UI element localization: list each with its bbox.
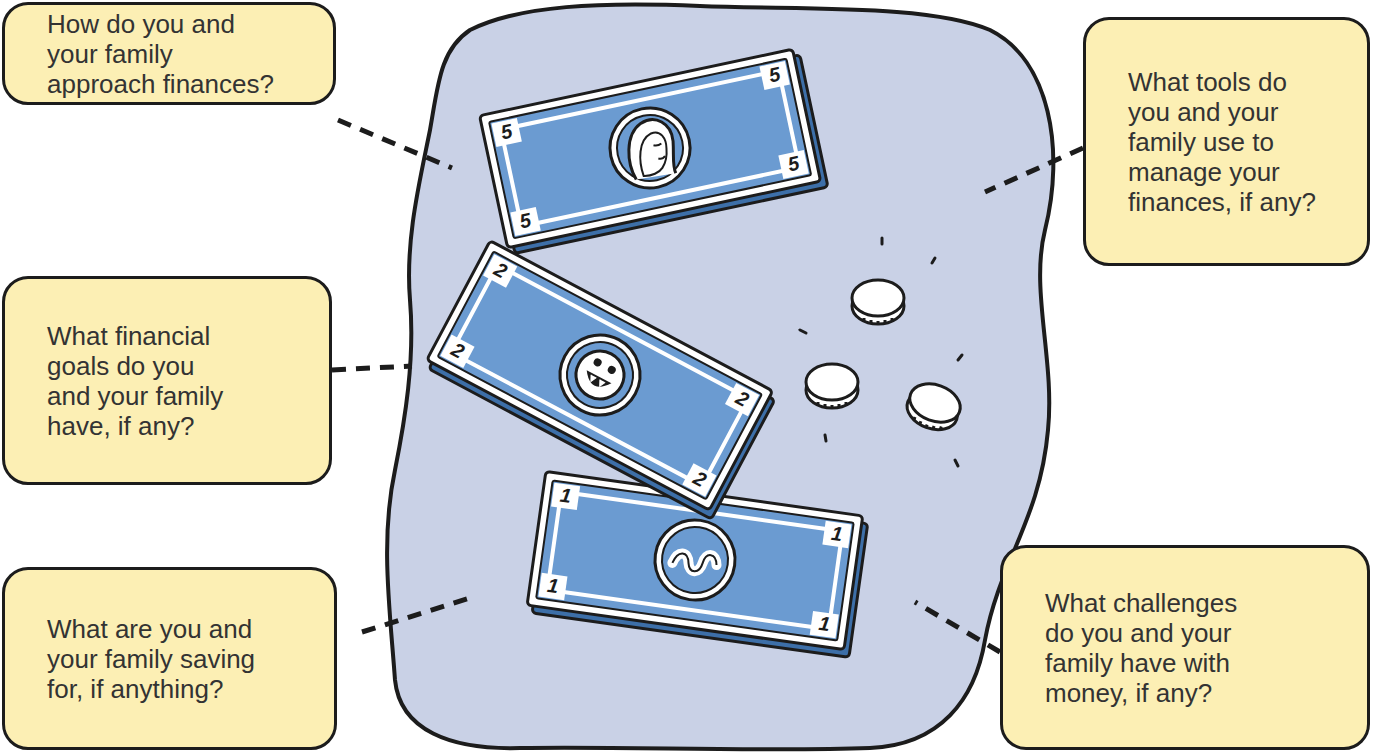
question-text: What challenges do you and your family h… xyxy=(1045,588,1257,708)
coin xyxy=(902,377,966,436)
leader-line xyxy=(338,120,452,168)
five-bill: 5 5 5 5 xyxy=(480,48,828,255)
monster-face xyxy=(568,343,633,408)
leader-line xyxy=(332,366,412,370)
leader-line xyxy=(915,602,1000,652)
coins xyxy=(800,238,966,466)
sparkles xyxy=(800,238,962,466)
woman-eye xyxy=(653,144,661,147)
question-box: How do you and your family approach fina… xyxy=(2,2,336,105)
woman-face xyxy=(635,131,672,177)
bill-numeral: 2 xyxy=(732,386,753,411)
bill-numeral: 5 xyxy=(499,119,515,143)
woman-hair xyxy=(622,116,680,182)
worm-line xyxy=(672,550,718,574)
question-box: What are you and your family saving for,… xyxy=(2,567,337,750)
two-bill: 2 2 2 2 xyxy=(424,241,779,519)
leader-line xyxy=(362,598,470,632)
question-text: How do you and your family approach fina… xyxy=(47,9,283,99)
question-box: What challenges do you and your family h… xyxy=(1000,545,1370,750)
monster-mouth xyxy=(582,370,611,392)
bill-body xyxy=(424,241,779,519)
bill-numeral: 1 xyxy=(559,484,573,507)
bill-numeral: 5 xyxy=(767,62,783,86)
bill-numeral: 5 xyxy=(786,151,802,175)
question-box: What financial goals do you and your fam… xyxy=(2,276,332,485)
monster-eye xyxy=(606,365,617,376)
bill-numeral: 1 xyxy=(546,574,560,597)
bill-numeral: 1 xyxy=(817,612,831,635)
bill-numeral: 5 xyxy=(518,208,534,232)
bill-numeral: 1 xyxy=(830,522,844,545)
bill-body xyxy=(480,48,828,255)
woman-smile xyxy=(658,156,665,159)
background-blob xyxy=(387,5,1053,750)
monster-eye xyxy=(592,357,603,368)
question-text: What financial goals do you and your fam… xyxy=(47,321,235,441)
question-box: What tools do you and your family use to… xyxy=(1083,17,1370,266)
bill-numeral: 2 xyxy=(689,466,710,491)
bill-numeral: 2 xyxy=(447,338,468,363)
monster-teeth xyxy=(588,375,605,388)
coin xyxy=(852,280,904,324)
leader-line xyxy=(985,148,1083,192)
question-text: What are you and your family saving for,… xyxy=(47,614,272,704)
coin xyxy=(806,364,858,408)
worm-face xyxy=(672,550,718,574)
question-text: What tools do you and your family use to… xyxy=(1128,67,1326,217)
bill-numeral: 2 xyxy=(490,257,511,282)
